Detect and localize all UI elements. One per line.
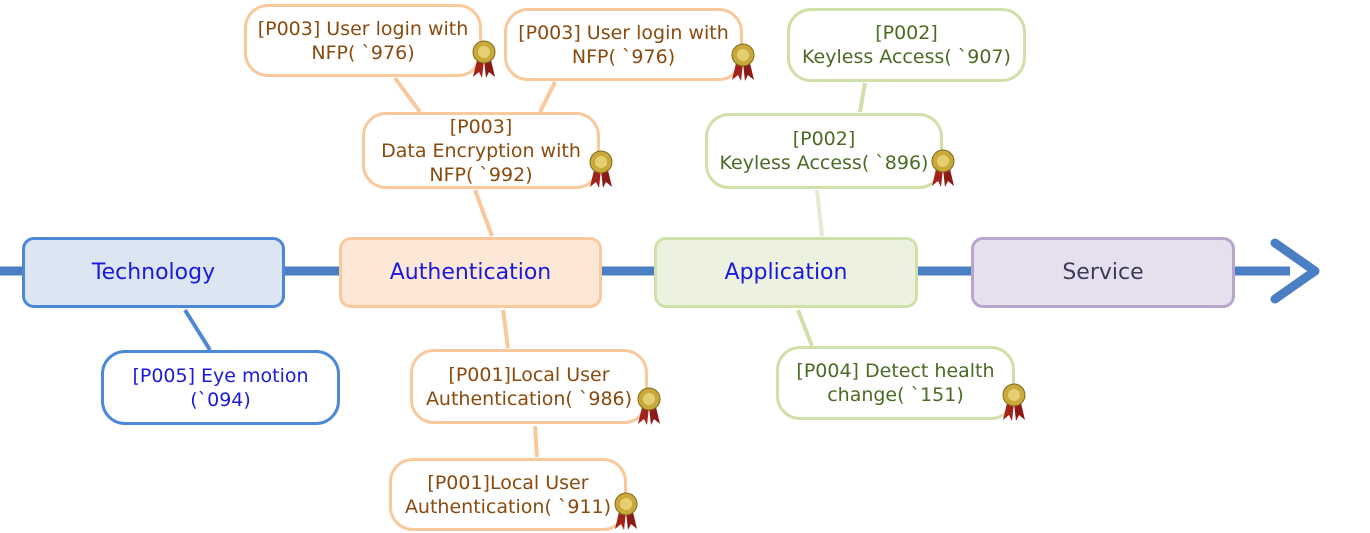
stage-service[interactable]: Service <box>971 237 1235 308</box>
stage-label: Application <box>724 260 848 285</box>
award-ribbon-icon <box>1002 383 1026 421</box>
patent-node-auth-low-2[interactable]: [P001]Local User Authentication( `911) <box>389 458 627 531</box>
connector-app-top <box>858 82 867 113</box>
award-ribbon-icon <box>589 150 613 188</box>
connector-auth-mid <box>473 189 494 237</box>
award-ribbon-icon <box>731 43 755 81</box>
award-ribbon-icon <box>472 40 496 78</box>
stage-label: Service <box>1062 260 1144 285</box>
patent-node-auth-low-1[interactable]: [P001]Local User Authentication( `986) <box>410 349 648 424</box>
connector-auth-low-1 <box>501 309 510 349</box>
patent-node-auth-mid[interactable]: [P003] Data Encryption with NFP( `992) <box>362 112 600 189</box>
patent-node-text: [P004] Detect health change( `151) <box>796 360 995 406</box>
patent-node-auth-top-2[interactable]: [P003] User login with NFP( `976) <box>504 8 743 81</box>
timeline-arrowhead-icon <box>1270 238 1320 304</box>
patent-node-text: [P002] Keyless Access( `896) <box>719 128 929 174</box>
patent-node-tech-low[interactable]: [P005] Eye motion (`094) <box>101 350 340 425</box>
patent-node-app-low[interactable]: [P004] Detect health change( `151) <box>776 346 1015 420</box>
award-ribbon-icon <box>931 149 955 187</box>
patent-node-app-mid[interactable]: [P002] Keyless Access( `896) <box>705 113 943 189</box>
connector-app-low <box>796 309 814 347</box>
patent-node-text: [P001]Local User Authentication( `911) <box>404 471 612 518</box>
patent-node-text: [P005] Eye motion (`094) <box>132 364 309 411</box>
connector-app-mid <box>815 189 824 237</box>
connector-auth-top-1 <box>393 76 422 114</box>
stage-authentication[interactable]: Authentication <box>339 237 602 308</box>
patent-node-text: [P003] Data Encryption with NFP( `992) <box>381 115 581 186</box>
stage-technology[interactable]: Technology <box>22 237 285 308</box>
stage-application[interactable]: Application <box>654 237 918 308</box>
connector-auth-low-2 <box>533 425 539 458</box>
award-ribbon-icon <box>614 492 638 530</box>
patent-node-text: [P001]Local User Authentication( `986) <box>425 363 633 410</box>
stage-label: Technology <box>91 260 216 285</box>
patent-node-app-top[interactable]: [P002] Keyless Access( `907) <box>787 8 1026 82</box>
patent-node-auth-top-1[interactable]: [P003] User login with NFP( `976) <box>244 4 482 77</box>
connector-tech-low <box>183 308 212 352</box>
patent-node-text: [P002] Keyless Access( `907) <box>802 22 1011 68</box>
stage-label: Authentication <box>389 260 552 285</box>
patent-node-text: [P003] User login with NFP( `976) <box>518 21 729 68</box>
award-ribbon-icon <box>637 387 661 425</box>
patent-node-text: [P003] User login with NFP( `976) <box>257 17 469 64</box>
connector-auth-top-2 <box>538 81 557 113</box>
